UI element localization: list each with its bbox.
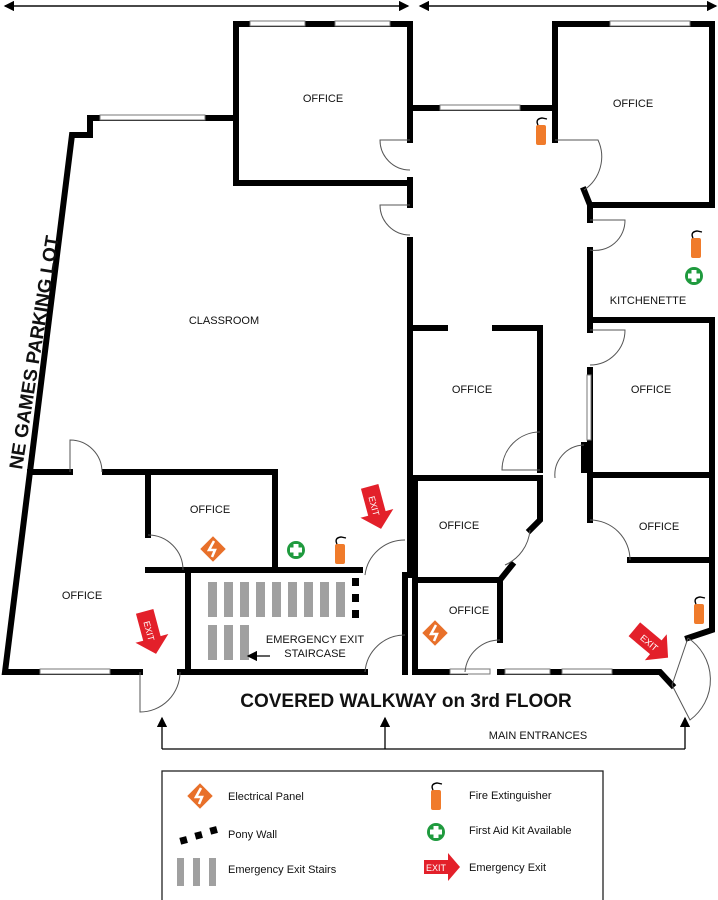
room-label: OFFICE <box>639 521 679 533</box>
legend: EXIT Electrical Panel Pony Wall Emergenc… <box>161 770 604 900</box>
room-label: OFFICE <box>449 605 489 617</box>
room-label: OFFICE <box>62 590 102 602</box>
legend-label: Electrical Panel <box>228 791 304 803</box>
pony-wall-icon <box>179 826 218 845</box>
main-entrance-arrows <box>156 716 691 750</box>
room-label: CLASSROOM <box>189 315 259 327</box>
walkway-label: COVERED WALKWAY on 3rd FLOOR <box>240 691 572 712</box>
legend-label: Fire Extinguisher <box>469 790 552 802</box>
main-entrances-label: MAIN ENTRANCES <box>489 730 587 742</box>
first-aid-icon <box>685 267 703 285</box>
room-label: OFFICE <box>452 384 492 396</box>
fire-extinguisher-icon <box>693 596 706 625</box>
room-label: OFFICE <box>303 93 343 105</box>
emergency-exit-stairs <box>208 582 345 660</box>
room-label: KITCHENETTE <box>610 295 686 307</box>
walls <box>1 21 715 690</box>
fire-extinguisher-icon <box>334 536 347 565</box>
pony-wall <box>352 578 359 618</box>
legend-label: Emergency Exit <box>469 862 546 874</box>
doors <box>69 139 711 721</box>
windows <box>39 20 691 675</box>
staircase-label: EMERGENCY EXIT <box>266 634 364 646</box>
svg-text:EXIT: EXIT <box>426 863 447 873</box>
room-label: OFFICE <box>613 98 653 110</box>
exit-arrow-icon: EXIT <box>135 609 169 654</box>
room-label: OFFICE <box>631 384 671 396</box>
staircase-label: STAIRCASE <box>284 648 346 660</box>
electrical-panel-icon <box>199 535 227 563</box>
exit-arrow-icon: EXIT <box>360 484 394 529</box>
fire-extinguisher-icon <box>535 117 548 146</box>
room-label: OFFICE <box>439 520 479 532</box>
electrical-panel-icon <box>421 619 449 647</box>
stairs-icon <box>177 858 216 886</box>
exit-arrow-icon: EXIT <box>424 853 460 881</box>
fire-extinguisher-icon <box>690 230 703 259</box>
room-label: OFFICE <box>190 504 230 516</box>
legend-label: Pony Wall <box>228 829 277 841</box>
legend-label: Emergency Exit Stairs <box>228 864 337 876</box>
first-aid-icon <box>287 541 305 559</box>
exit-arrow-icon: EXIT <box>628 622 669 661</box>
legend-label: First Aid Kit Available <box>469 825 572 837</box>
